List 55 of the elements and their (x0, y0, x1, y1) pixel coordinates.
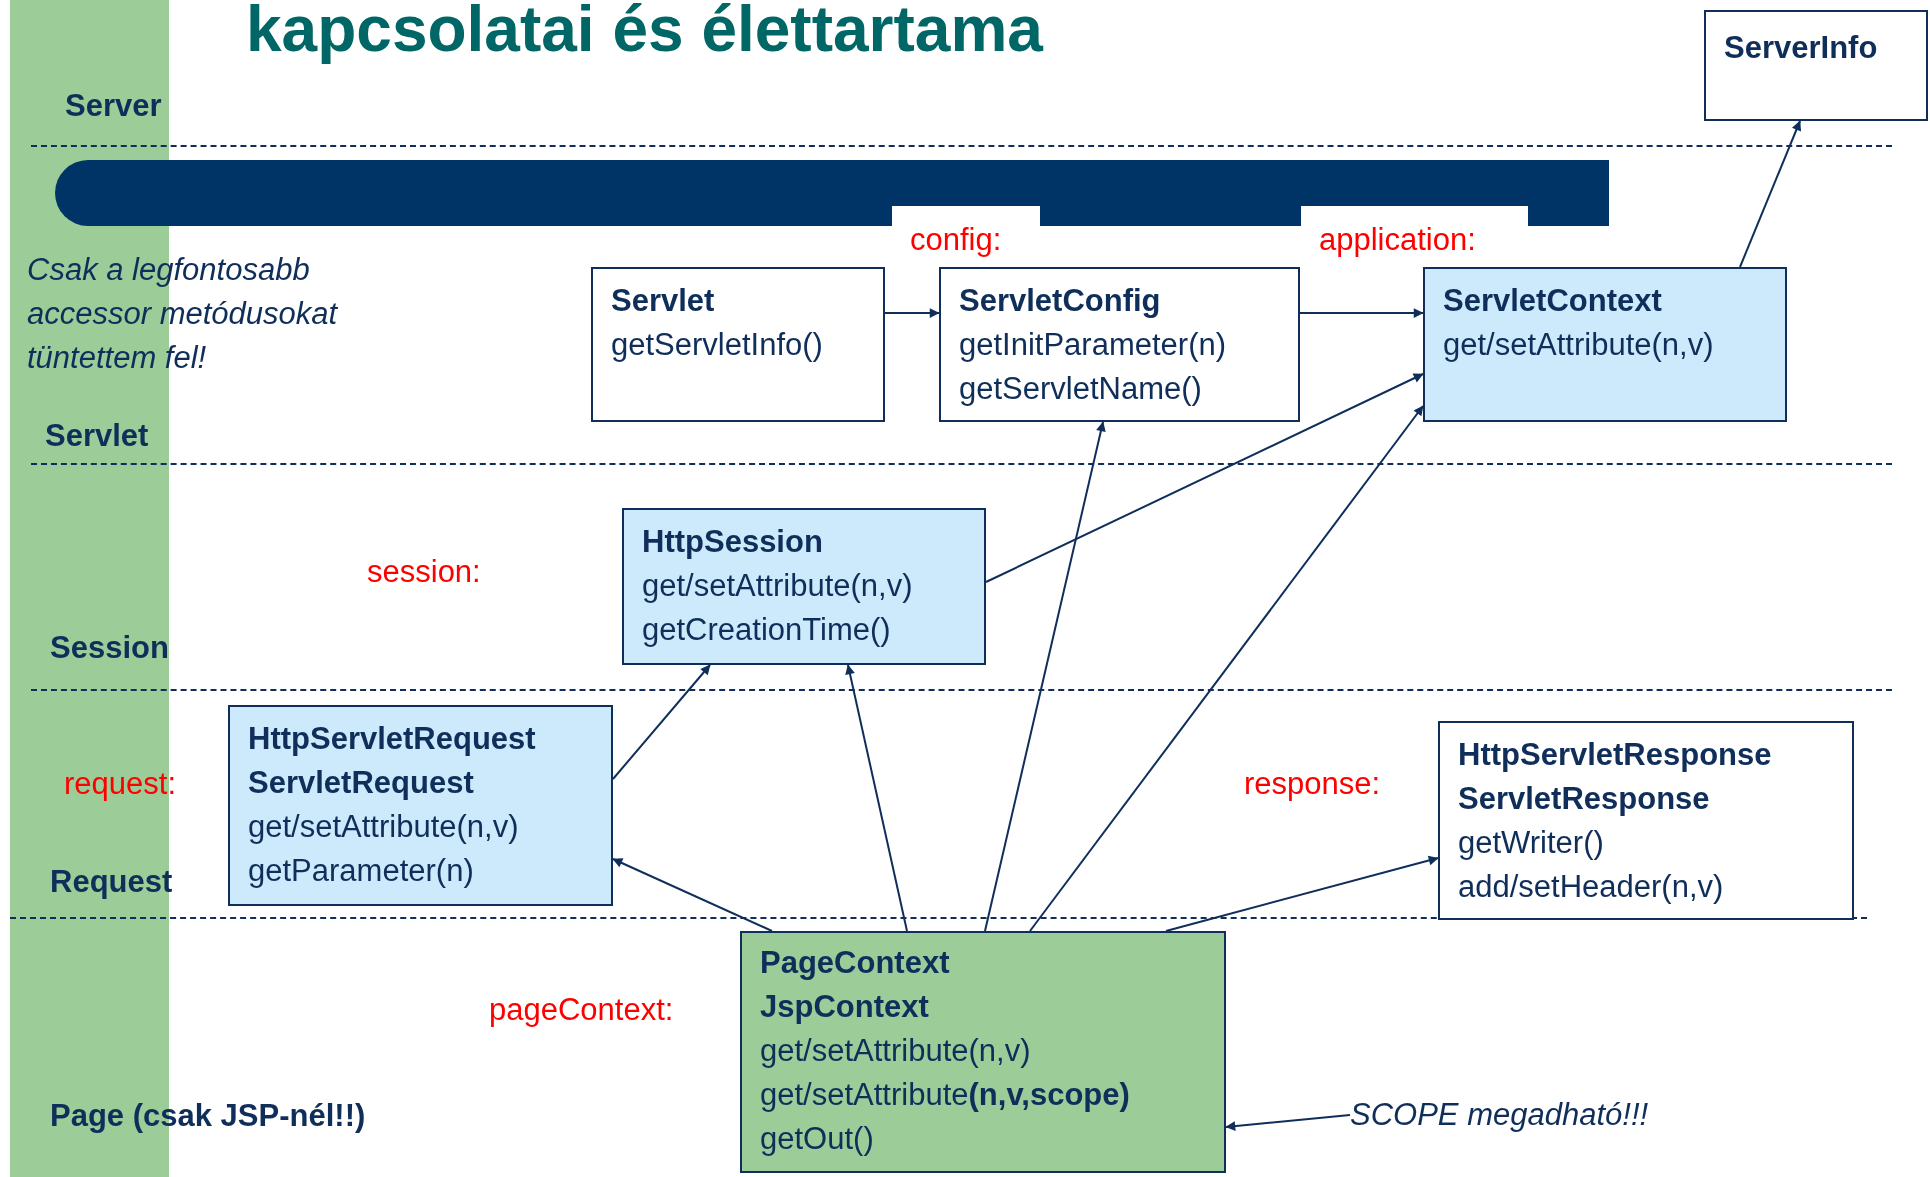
class-box (1438, 721, 1854, 920)
method-name: getWriter() (1458, 824, 1605, 862)
class-name: ServletConfig (959, 282, 1162, 320)
class-name: ServletContext (1443, 282, 1663, 320)
method-name: getServletName() (959, 370, 1203, 408)
method-name: getServletInfo() (611, 326, 824, 364)
class-box (939, 267, 1300, 422)
class-name: HttpServletRequest (248, 720, 537, 758)
class-name: ServletResponse (1458, 780, 1711, 818)
layer-label: Session (50, 629, 169, 667)
class-name: ServerInfo (1724, 29, 1879, 67)
arrow (1299, 308, 1424, 318)
method-name: getInitParameter(n) (959, 326, 1228, 364)
method-name: add/setHeader(n,v) (1458, 868, 1725, 906)
class-box (740, 931, 1226, 1173)
arrow (845, 664, 908, 932)
method-name: get/setAttribute(n,v) (642, 567, 914, 605)
layer-label: Server (65, 87, 162, 125)
scope-label: pageContext: (489, 991, 674, 1029)
server-bar (55, 160, 1609, 226)
arrow (985, 373, 1424, 583)
class-name: HttpServletResponse (1458, 736, 1773, 774)
arrow (1739, 120, 1802, 268)
layer-label: Servlet (45, 417, 149, 455)
class-box (622, 508, 986, 665)
scope-label: response: (1244, 765, 1381, 803)
note-text: Csak a legfontosabb accessor metódusokat tüntettem fel! (27, 251, 339, 377)
class-box (591, 267, 885, 422)
title: kapcsolatai és élettartama (246, 0, 1043, 65)
class-name: Servlet (611, 282, 716, 320)
arrow (1225, 1114, 1351, 1131)
method-name: get/setAttribute(n,v) (248, 808, 520, 846)
scope-label: request: (64, 765, 176, 803)
class-name: HttpSession (642, 523, 824, 561)
method-name: getCreationTime() (642, 611, 892, 649)
layer-label: Page (csak JSP-nél!!) (50, 1097, 366, 1135)
method-name: get/setAttribute(n,v) (1443, 326, 1715, 364)
arrow (1029, 405, 1424, 932)
class-name: ServletRequest (248, 764, 475, 802)
scope-label: session: (367, 553, 481, 591)
class-box (228, 705, 613, 906)
method-name: getParameter(n) (248, 852, 475, 890)
class-name: PageContext (760, 944, 951, 982)
method-name: get/setAttribute(n,v,scope) (760, 1076, 1131, 1114)
arrow (612, 858, 773, 932)
class-box (1704, 10, 1928, 121)
arrow (984, 421, 1106, 932)
class-box (1423, 267, 1787, 422)
arrow (612, 664, 711, 780)
method-name: get/setAttribute(n,v) (760, 1032, 1032, 1070)
arrow (884, 308, 940, 318)
note-text: SCOPE megadható!!! (1350, 1093, 1730, 1137)
arrow (1165, 855, 1439, 932)
method-name: getOut() (760, 1120, 875, 1158)
class-name: JspContext (760, 988, 930, 1026)
